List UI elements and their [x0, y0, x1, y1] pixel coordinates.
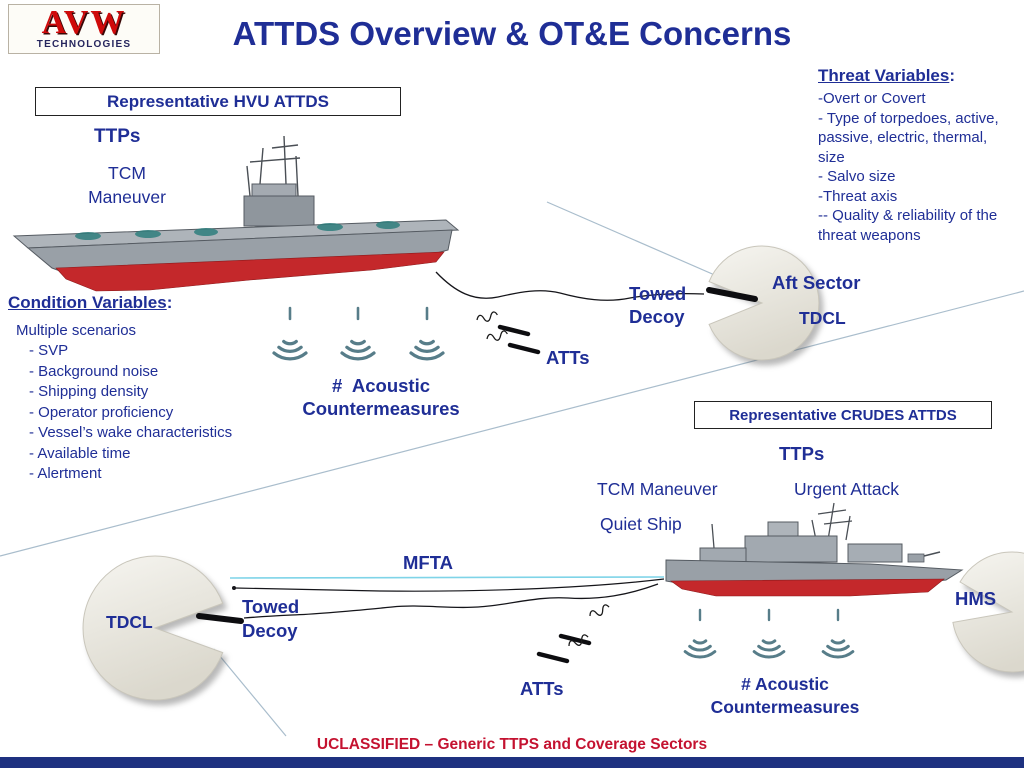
avw-logo: AVW TECHNOLOGIES	[8, 4, 160, 54]
crudes-atts-label: ATTs	[520, 678, 564, 699]
condition-variable-item: - Operator proficiency	[29, 403, 174, 421]
tdcl-coverage-shape	[82, 555, 224, 701]
condition-variable-item: - Background noise	[29, 362, 159, 380]
hvu-representative-label: Representative HVU ATTDS	[107, 91, 329, 111]
crudes-towed-decoy-label: Towed Decoy	[242, 595, 299, 643]
condition-variable-item: - Shipping density	[29, 383, 149, 400]
hms-coverage-shape	[952, 551, 1024, 673]
bottom-accent-bar	[0, 757, 1024, 768]
hvu-representative-box: Representative HVU ATTDS	[35, 87, 401, 116]
mfta-array-cable	[234, 578, 665, 592]
att-torpedo-mark	[507, 342, 541, 355]
att-wake-squiggle	[587, 603, 612, 621]
hvu-towed-line1: Towed	[629, 283, 687, 304]
threat-heading-text: Threat Variables	[818, 66, 950, 85]
crudes-tcm-maneuver-label: TCM Maneuver	[597, 479, 718, 499]
hvu-acoustic-line2: Countermeasures	[302, 398, 460, 419]
towed-decoy-bar	[196, 613, 244, 624]
condition-variable-item: - SVP	[29, 342, 69, 359]
crudes-acoustic-line1: # Acoustic	[741, 674, 829, 694]
condition-variable-item: - Alertment	[29, 465, 102, 482]
threat-variables-block: Threat Variables: -Overt or Covert - Typ…	[818, 66, 1014, 245]
crudes-quiet-ship-label: Quiet Ship	[600, 514, 682, 534]
sonar-ripples-icon	[409, 306, 445, 361]
mfta-label: MFTA	[403, 552, 453, 573]
sector-boundary-line	[0, 290, 1024, 557]
hvu-acoustic-countermeasures-label: # Acoustic Countermeasures	[256, 374, 506, 420]
hvu-acoustic-line1: # Acoustic	[331, 375, 430, 396]
condition-variables-heading: Condition Variables:	[8, 293, 280, 313]
aft-tdcl-label: TDCL	[799, 308, 846, 328]
condition-variables-intro: Multiple scenarios	[16, 322, 137, 339]
condition-heading-colon: :	[166, 293, 173, 312]
hvu-tcm-line2: Maneuver	[88, 187, 166, 207]
hvu-towed-decoy-label: Towed Decoy	[629, 282, 686, 328]
crudes-towed-line1: Towed	[242, 596, 300, 617]
avw-logo-subtext: TECHNOLOGIES	[36, 39, 132, 50]
condition-variable-item: - Available time	[29, 444, 131, 462]
att-torpedo-mark	[497, 324, 531, 337]
aft-sector-coverage-shape	[708, 245, 820, 361]
att-wake-squiggle	[475, 310, 499, 325]
sonar-ripples-icon	[821, 608, 855, 659]
att-torpedo-mark	[558, 633, 592, 646]
mfta-array-end	[232, 586, 236, 590]
waterline	[229, 576, 665, 579]
threat-variable-item: -Threat axis	[818, 187, 898, 205]
hvu-towed-decoy-cable	[435, 271, 705, 301]
att-torpedo-mark	[536, 651, 570, 664]
att-wake-squiggle	[485, 329, 509, 344]
hvu-atts-label: ATTs	[546, 347, 590, 368]
threat-heading-colon: :	[949, 66, 956, 85]
condition-heading-text: Condition Variables	[8, 293, 167, 312]
hvu-tcm-line1: TCM	[108, 163, 146, 183]
threat-variable-item: -Overt or Covert	[818, 90, 926, 107]
crudes-urgent-attack-label: Urgent Attack	[794, 479, 900, 499]
hvu-tcm-maneuver-label: TCM Maneuver	[62, 161, 192, 209]
tdcl-label: TDCL	[106, 612, 153, 632]
condition-variable-item: - Vessel’s wake characteristics	[29, 424, 233, 441]
crudes-representative-box: Representative CRUDES ATTDS	[694, 401, 992, 429]
crudes-representative-label: Representative CRUDES ATTDS	[729, 406, 957, 424]
threat-variable-item: -- Quality & reliability of the threat w…	[818, 207, 998, 244]
crudes-acoustic-countermeasures-label: # Acoustic Countermeasures	[660, 673, 910, 719]
crudes-towed-line2: Decoy	[242, 620, 298, 641]
threat-variable-item: - Type of torpedoes, active, passive, el…	[818, 109, 999, 166]
aft-sector-label: Aft Sector	[772, 272, 861, 293]
crudes-ttps-label: TTPs	[779, 443, 825, 464]
sonar-ripples-icon	[752, 608, 786, 659]
sector-boundary-line	[213, 648, 287, 737]
hvu-ship-illustration	[12, 135, 460, 292]
slide-title: ATTDS Overview & OT&E Concerns	[232, 15, 792, 52]
classification-footer: UCLASSIFIED – Generic TTPS and Coverage …	[316, 736, 708, 753]
hvu-towed-line2: Decoy	[629, 306, 685, 327]
crudes-towed-decoy-cable	[243, 583, 659, 619]
threat-variable-item: - Salvo size	[818, 168, 896, 185]
hms-label: HMS	[955, 588, 997, 609]
towed-decoy-bar	[706, 287, 758, 302]
sonar-ripples-icon	[683, 608, 717, 659]
threat-variables-heading: Threat Variables:	[818, 66, 1014, 86]
hvu-ttps-label: TTPs	[94, 126, 141, 147]
crudes-ship-illustration	[665, 502, 964, 597]
sonar-ripples-icon	[340, 306, 376, 361]
crudes-acoustic-line2: Countermeasures	[710, 697, 860, 717]
avw-logo-text: AVW	[41, 4, 127, 41]
condition-variables-block: Condition Variables: Multiple scenarios …	[8, 293, 280, 485]
